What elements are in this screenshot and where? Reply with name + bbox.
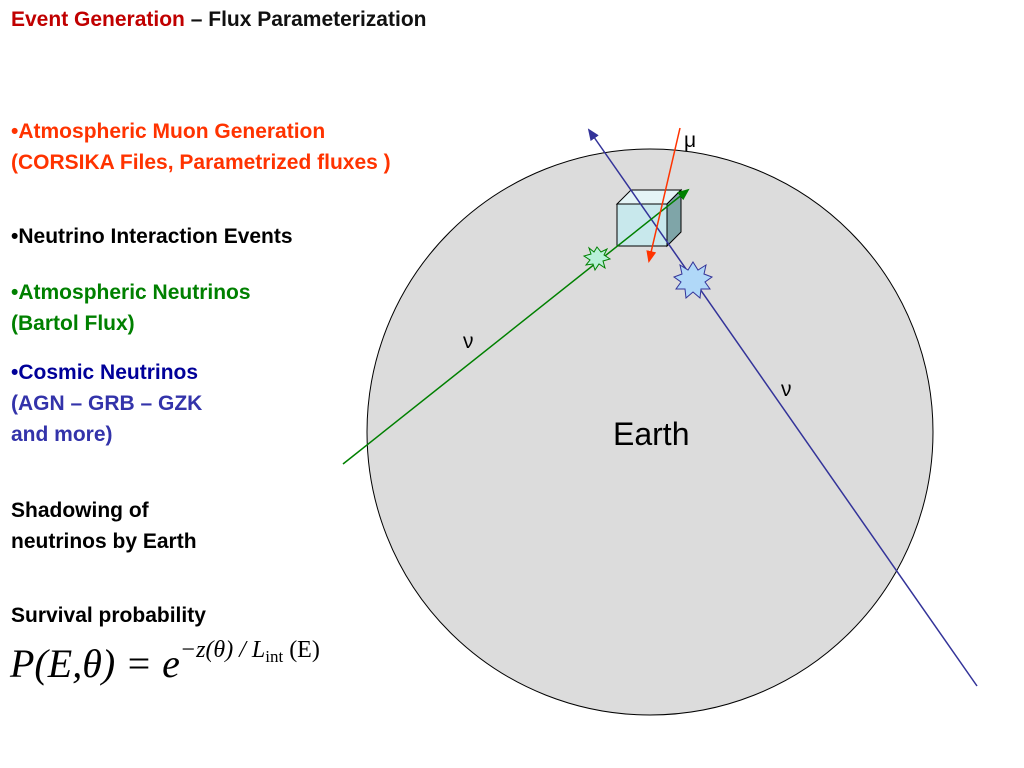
slide-title: Event Generation – Flux Parameterization [11, 8, 426, 32]
earth-label: Earth [613, 416, 690, 452]
formula-exponent-main: −z(θ) / L [179, 637, 266, 663]
cosmic-neutrino-track [587, 128, 978, 687]
earth-circle [366, 148, 934, 716]
shadowing-line2: neutrinos by Earth [11, 530, 197, 553]
bullet-neutrino-interaction: •Neutrino Interaction Events [11, 225, 293, 248]
title-event-generation: Event Generation [11, 8, 185, 31]
survival-probability-label: Survival probability [11, 604, 206, 627]
formula-subscript: int [265, 647, 284, 666]
bullet-atmospheric-muon-line2: (CORSIKA Files, Parametrized fluxes ) [11, 151, 391, 174]
shadowing-text: Shadowing of neutrinos by Earth [11, 495, 197, 557]
interaction-star-green-icon [582, 246, 612, 272]
detector-cube [615, 188, 683, 248]
neutrino-label-left: ν [463, 330, 474, 353]
formula-exponent-tail: (E) [283, 637, 320, 663]
muon-track [646, 127, 681, 263]
bullet-cosmic-neutrinos-line3: and more) [11, 423, 113, 446]
neutrino-label-right: ν [781, 378, 792, 401]
bullet-cosmic-neutrinos-head: •Cosmic Neutrinos [11, 361, 199, 384]
formula-lhs: P(E,θ) = e [10, 641, 180, 686]
muon-label: μ [684, 129, 697, 152]
bullet-atmospheric-neutrinos-line1: •Atmospheric Neutrinos [11, 281, 251, 304]
atmospheric-neutrino-track [342, 188, 690, 465]
interaction-star-blue-icon [672, 261, 714, 299]
bullet-atmospheric-muon-line1: •Atmospheric Muon Generation [11, 120, 326, 143]
bullet-cosmic-neutrinos-line2: (AGN – GRB – GZK [11, 392, 203, 415]
bullet-atmospheric-neutrinos: •Atmospheric Neutrinos (Bartol Flux) [11, 277, 251, 339]
bullet-atmospheric-neutrinos-line2: (Bartol Flux) [11, 312, 135, 335]
survival-formula: P(E,θ) = e−z(θ) / Lint (E) [10, 637, 320, 687]
title-flux-parameterization: – Flux Parameterization [184, 8, 427, 31]
shadowing-line1: Shadowing of [11, 499, 149, 522]
formula-exponent: −z(θ) / Lint (E) [179, 637, 320, 666]
bullet-atmospheric-muon: •Atmospheric Muon Generation (CORSIKA Fi… [11, 116, 391, 178]
bullet-cosmic-neutrinos: •Cosmic Neutrinos (AGN – GRB – GZK and m… [11, 357, 202, 450]
